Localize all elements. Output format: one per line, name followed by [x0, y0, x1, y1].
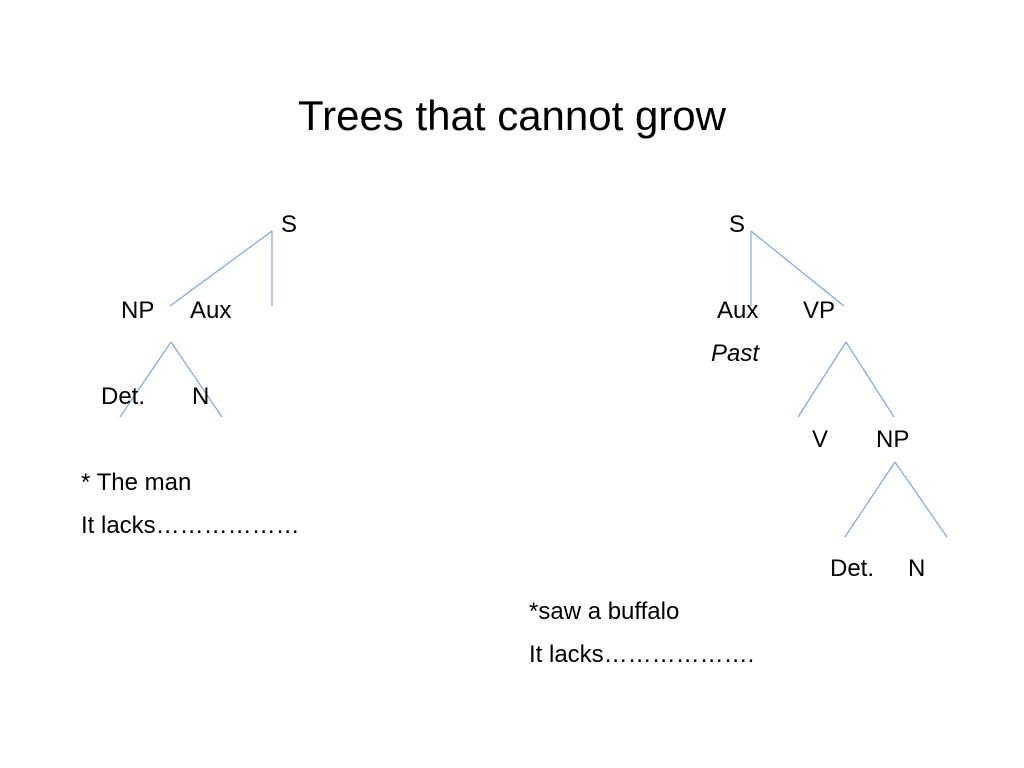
edge-np-det-left	[119, 341, 172, 418]
edge-np-n-right	[894, 461, 948, 538]
right-tree-vp-label: VP	[803, 297, 836, 324]
right-tree-np-label: NP	[876, 426, 910, 453]
right-tree-root-label: S	[729, 211, 746, 238]
right-tree-v-label: V	[812, 426, 829, 453]
right-tree-aux-label: Aux	[717, 297, 759, 324]
right-tree-n-label: N	[908, 555, 926, 582]
right-tree-aux-value: Past	[711, 340, 760, 367]
edge-vp-v-right	[797, 341, 847, 418]
slide-title: Trees that cannot grow	[298, 92, 726, 139]
edge-s-np-left	[169, 230, 273, 307]
right-tree-example: *saw a buffalo	[529, 598, 680, 625]
edge-np-n-left	[170, 341, 223, 418]
left-tree-n-label: N	[192, 383, 210, 410]
left-tree-comment: It lacks………………	[81, 512, 300, 539]
left-tree-np-label: NP	[121, 297, 155, 324]
right-tree-comment: It lacks……………….	[529, 641, 755, 668]
edge-vp-np-right	[845, 341, 895, 418]
edge-np-det-right	[844, 461, 896, 538]
right-tree-det-label: Det.	[830, 555, 875, 582]
left-tree-example: * The man	[81, 469, 192, 496]
edge-s-vp-right	[750, 230, 845, 307]
left-tree-det-label: Det.	[101, 383, 146, 410]
left-tree-root-label: S	[281, 211, 298, 238]
left-tree-aux-label: Aux	[190, 297, 232, 324]
